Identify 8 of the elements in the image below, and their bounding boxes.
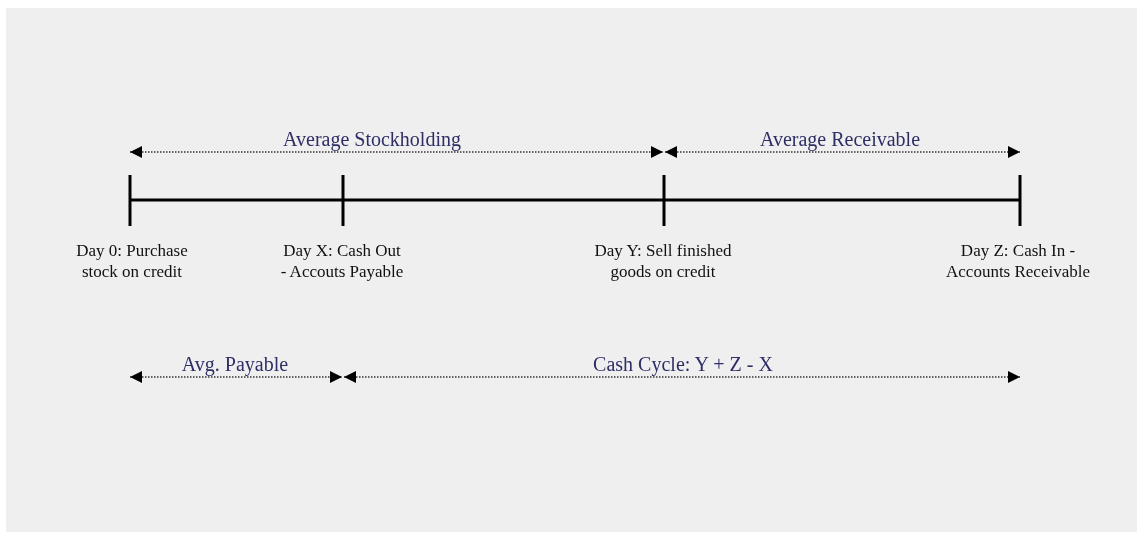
timeline-label: Day X: Cash Out - Accouts Payable bbox=[279, 240, 405, 283]
span-label: Avg. Payable bbox=[181, 352, 289, 377]
timeline-label: Day 0: Purchase stock on credit bbox=[75, 240, 189, 283]
timeline-label: Day Z: Cash In - Accounts Receivable bbox=[945, 240, 1091, 283]
span-label: Cash Cycle: Y + Z - X bbox=[593, 352, 773, 377]
span-label: Average Stockholding bbox=[283, 127, 461, 152]
span-label: Average Receivable bbox=[759, 127, 921, 152]
timeline-label: Day Y: Sell finished goods on credit bbox=[593, 240, 733, 283]
